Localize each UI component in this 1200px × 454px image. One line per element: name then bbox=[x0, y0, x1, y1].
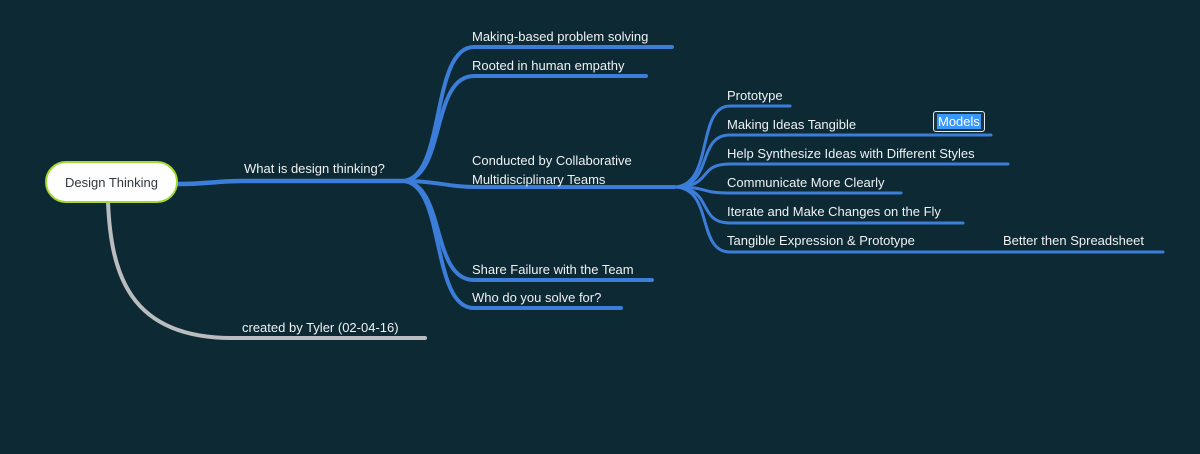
node-root-design-thinking[interactable]: Design Thinking bbox=[45, 161, 178, 203]
branch-root-to-created bbox=[106, 200, 427, 340]
node-iterate-and-make-changes[interactable]: Iterate and Make Changes on the Fly bbox=[727, 204, 941, 219]
branch-conducted-to-tangible-and-better bbox=[672, 185, 1165, 254]
node-making-based-problem-solving[interactable]: Making-based problem solving bbox=[472, 29, 649, 44]
node-what-is-design-thinking[interactable]: What is design thinking? bbox=[244, 161, 385, 176]
node-root-label: Design Thinking bbox=[65, 174, 158, 190]
node-rooted-in-human-empathy[interactable]: Rooted in human empathy bbox=[472, 58, 625, 73]
node-models-edit-field[interactable]: Models bbox=[933, 111, 985, 132]
node-conducted-line1: Conducted by Collaborative bbox=[472, 153, 632, 168]
node-communicate-more-clearly[interactable]: Communicate More Clearly bbox=[727, 175, 885, 190]
branch-root-to-what bbox=[175, 178, 405, 187]
node-conducted-line2: Multidisciplinary Teams bbox=[472, 172, 606, 187]
node-better-then-spreadsheet[interactable]: Better then Spreadsheet bbox=[1003, 233, 1144, 248]
branch-what-to-conducted bbox=[400, 179, 676, 189]
node-making-ideas-tangible[interactable]: Making Ideas Tangible bbox=[727, 117, 857, 132]
node-tangible-expression-prototype[interactable]: Tangible Expression & Prototype bbox=[727, 233, 915, 248]
node-conducted-by-collaborative-teams[interactable]: Conducted by Collaborative Multidiscipli… bbox=[472, 151, 632, 189]
node-prototype[interactable]: Prototype bbox=[727, 88, 783, 103]
node-help-synthesize-ideas[interactable]: Help Synthesize Ideas with Different Sty… bbox=[727, 146, 975, 161]
node-share-failure-with-team[interactable]: Share Failure with the Team bbox=[472, 262, 634, 277]
branch-what-to-rooted bbox=[400, 74, 648, 183]
node-created-by-tyler[interactable]: created by Tyler (02-04-16) bbox=[242, 320, 399, 335]
node-who-do-you-solve-for[interactable]: Who do you solve for? bbox=[472, 290, 602, 305]
node-models-selected-text: Models bbox=[937, 114, 981, 129]
branch-what-to-who-solve bbox=[400, 179, 623, 310]
